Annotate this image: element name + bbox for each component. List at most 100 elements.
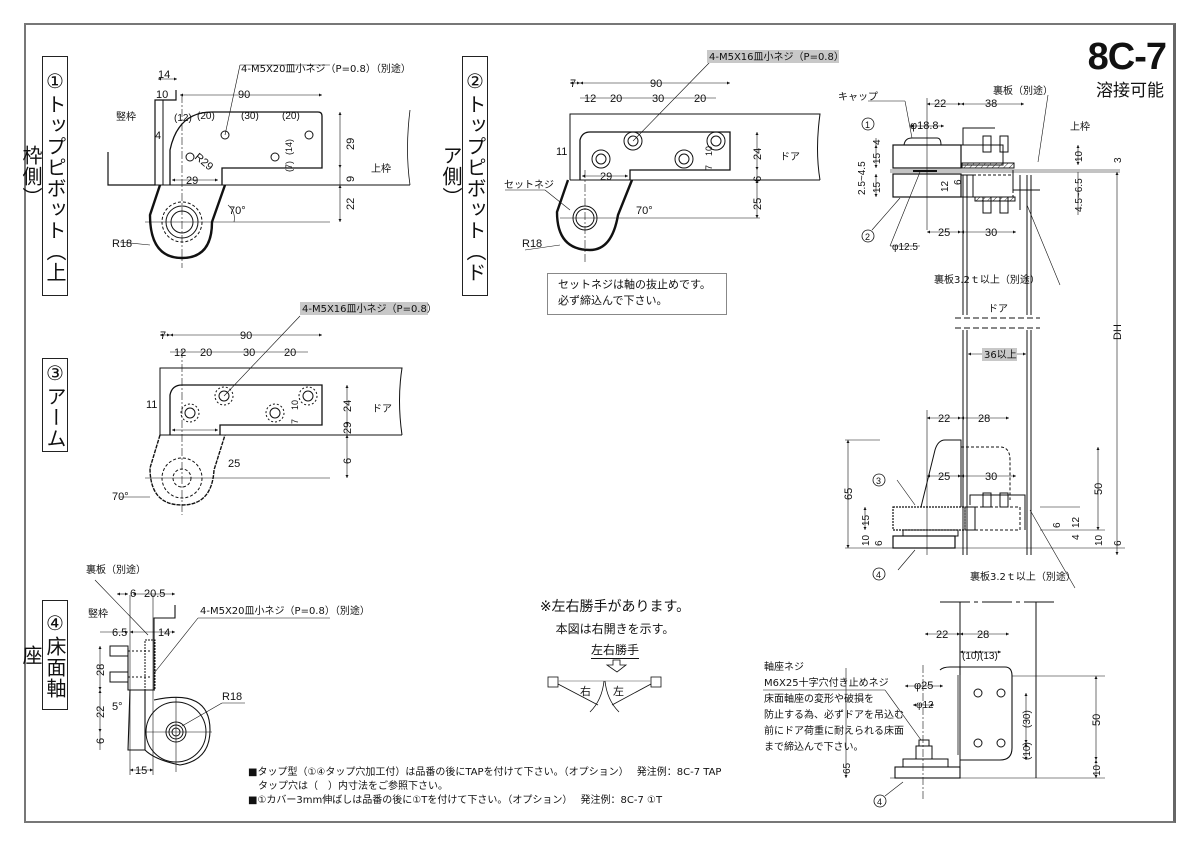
shaft-screw-note-1: 床面軸座の変形や破損を xyxy=(764,692,874,705)
dim-10: 10 xyxy=(156,89,168,101)
dim-25: 25 xyxy=(752,198,764,210)
dim-4: 4 xyxy=(1071,534,1082,540)
shaft-screw-note-4: まで締込んで下さい。 xyxy=(764,740,864,753)
marker-3-text: 3 xyxy=(876,476,881,486)
head-label-top: 上枠 xyxy=(1070,120,1090,133)
pivot-box-left xyxy=(547,676,559,688)
footnotes: ■タップ型（①④タップ穴加工付）は品番の後にTAPを付けて下さい。（オプション）… xyxy=(248,766,721,808)
marker-4b xyxy=(873,794,887,808)
marker-4b-text: 4 xyxy=(877,797,882,807)
dim-6: 6 xyxy=(953,179,964,185)
dim-14p: (14) xyxy=(284,139,294,155)
dim-phi12: φ12 xyxy=(916,700,934,711)
dim-25: 25 xyxy=(938,471,950,483)
dim-5deg: 5° xyxy=(112,701,123,713)
dim-29: 29 xyxy=(600,171,612,183)
door-label-section: ドア xyxy=(988,304,1008,315)
dim-12: 12 xyxy=(940,180,951,192)
dim-12: 12 xyxy=(584,93,596,105)
dim-29a: 29 xyxy=(186,175,198,187)
dim-4: 4 xyxy=(872,139,883,145)
dim-4: 4 xyxy=(155,130,161,142)
dim-13p: (13) xyxy=(980,651,998,662)
dim-22: 22 xyxy=(934,98,946,110)
dim-r18: 70° xyxy=(112,491,129,503)
screw-note-view2: 4-M5X16皿小ネジ（P=0.8） xyxy=(709,51,844,63)
dim-r29: R29 xyxy=(192,151,215,173)
screw-note-view3: 4-M5X16皿小ネジ（P=0.8） xyxy=(302,303,437,315)
screw-note-view4: 4-M5X20皿小ネジ（P=0.8）（別途） xyxy=(200,604,370,617)
dim-29b: 29 xyxy=(345,138,357,150)
dim-15b: 15 xyxy=(872,181,883,193)
dim-14: 14 xyxy=(158,69,170,81)
dim-15: 15 xyxy=(861,514,872,526)
dim-10: 10 xyxy=(290,400,300,410)
dim-6c: 6 xyxy=(1113,540,1124,546)
dim-38: 38 xyxy=(985,98,997,110)
dim-6a: 6 xyxy=(874,540,885,546)
backplate-thick-label-bottom: 裏板3.2ｔ以上（別途） xyxy=(970,570,1076,583)
handing-note: ※左右勝手があります。 本図は右開きを示す。 左右勝手 xyxy=(515,596,715,662)
marker-4 xyxy=(872,567,886,581)
backplate-label-top: 裏板（別途） xyxy=(993,84,1053,97)
dim-70deg: 70° xyxy=(636,205,653,217)
handing-line2: 本図は右開きを示す。 xyxy=(555,622,675,636)
dim-30: (30) xyxy=(241,111,259,122)
dim-25: 25 xyxy=(938,227,950,239)
dim-20b: 20 xyxy=(284,347,296,359)
dim-6: 6 xyxy=(752,176,764,182)
section-top xyxy=(868,94,1120,555)
handing-title: 左右勝手 xyxy=(590,643,639,659)
head-label-view1: 上枠 xyxy=(371,162,391,175)
dim-30: 30 xyxy=(243,347,255,359)
footnote-tap: ■タップ型（①④タップ穴加工付）は品番の後にTAPを付けて下さい。（オプション）… xyxy=(248,767,722,778)
frame-label-view4: 竪枠 xyxy=(88,607,108,620)
dim-28: 28 xyxy=(978,413,990,425)
pivot-box-right xyxy=(650,676,662,688)
dim-12: 12 xyxy=(1071,516,1082,528)
section-bottom xyxy=(845,410,1125,589)
dim-50: 50 xyxy=(1093,483,1105,495)
footnote-cover: ■①カバー3mm伸ばしは品番の後に①Tを付けて下さい。（オプション） 発注例：8… xyxy=(248,795,663,806)
dim-10a: 10 xyxy=(861,534,872,546)
dim-10: 10 xyxy=(704,146,714,156)
dim-11: 11 xyxy=(146,399,157,411)
marker-4-text: 4 xyxy=(876,570,881,580)
view-label-top-pivot-door: ②トップピボット（ドア側） xyxy=(439,56,488,296)
min-width-label: 36以上 xyxy=(984,349,1017,361)
dim-22: 22 xyxy=(95,706,107,718)
dh-label: DH xyxy=(1112,324,1124,340)
dim-7b: 7 xyxy=(704,165,714,170)
view-label-top-pivot-frame: ①トップピボット（上枠側） xyxy=(19,56,68,296)
dim-30: 30 xyxy=(985,471,997,483)
dim-7: 7 xyxy=(160,330,166,342)
dim-7p: (7) xyxy=(284,161,294,172)
marker-3 xyxy=(872,473,886,487)
dim-24: 24 xyxy=(752,148,764,160)
dim-6b: 6 xyxy=(1052,522,1063,528)
floor-detail-labels: 4 軸座ネジ M6X25十字穴付き止めネジ 床面軸座の変形や破損を 防止する為、… xyxy=(764,629,1103,808)
view-top-pivot-door xyxy=(505,61,821,262)
dim-phi18-8: φ18.8 xyxy=(910,120,939,132)
dim-9: 9 xyxy=(345,176,357,182)
set-screw-note: セットネジは軸の抜止めです。 必ず締込んで下さい。 xyxy=(547,273,727,315)
view-floor-pivot xyxy=(94,579,330,775)
dim-12: 12 xyxy=(174,347,186,359)
dim-30p: (30) xyxy=(1022,710,1033,728)
dim-4-5-6-5: 4.5~6.5 xyxy=(1074,178,1085,212)
section-top-labels: 1 2 キャップ 裏板（別途） 上枠 22 38 φ18.8 4 15 2.5~… xyxy=(838,84,1124,361)
dim-50: 50 xyxy=(1091,714,1103,726)
handing-left: 左 xyxy=(613,685,624,698)
dim-6: 6 xyxy=(130,588,136,600)
min-width-highlight xyxy=(982,348,1017,361)
screw-note-view2-highlight xyxy=(707,50,839,63)
drawing-frame xyxy=(24,23,1176,823)
dim-r18: R18 xyxy=(222,691,242,703)
dim-24: 24 xyxy=(342,400,354,412)
frame-label-view1: 竪枠 xyxy=(116,110,136,123)
dim-20b: (20) xyxy=(282,111,300,122)
dim-2-5-4-5: 2.5~4.5 xyxy=(857,161,868,195)
dim-22: 22 xyxy=(938,413,950,425)
